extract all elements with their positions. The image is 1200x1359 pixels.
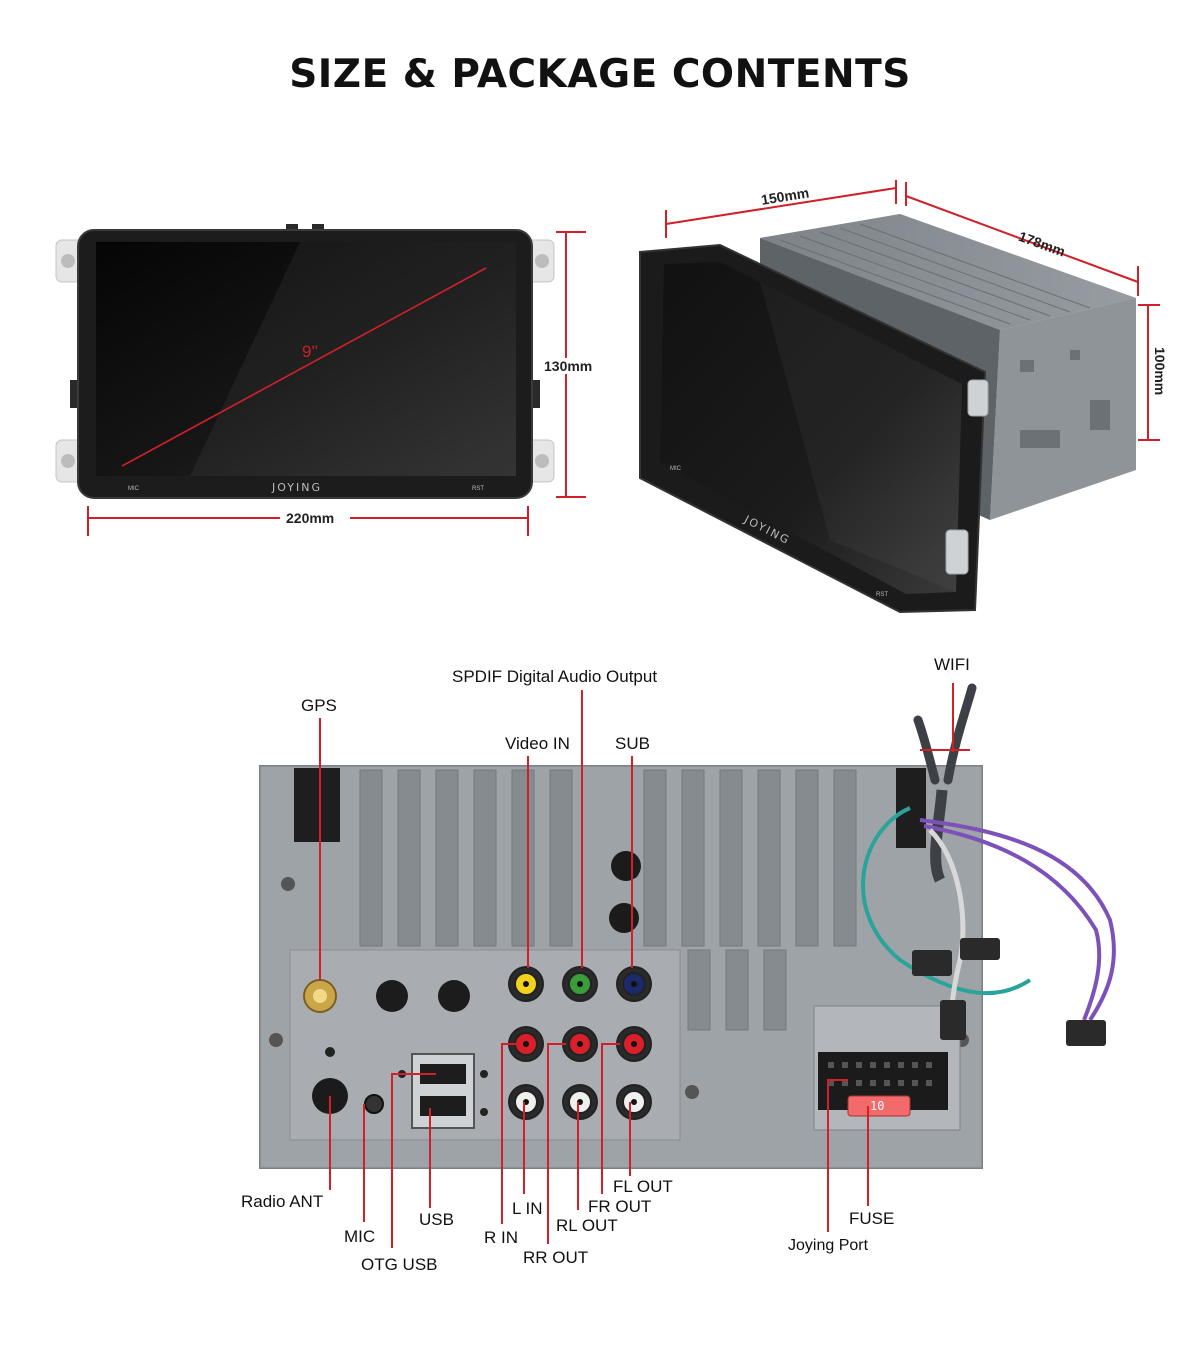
fuse-value: 10: [870, 1099, 885, 1113]
l-in-label: L IN: [512, 1199, 543, 1218]
mic-label: MIC: [344, 1227, 376, 1246]
radio-ant-label: Radio ANT: [241, 1192, 324, 1211]
rr-out-label: RR OUT: [523, 1248, 589, 1267]
side-height-label: 100mm: [1152, 347, 1168, 396]
back-panel: [259, 683, 1116, 1169]
fr-out-label: FR OUT: [588, 1197, 652, 1216]
side-mic-label: MIC: [670, 466, 681, 472]
wifi-label: WIFI: [934, 655, 970, 674]
fl-out-label: FL OUT: [613, 1177, 673, 1196]
sub-label: SUB: [615, 734, 650, 753]
front-height-label: 130mm: [544, 358, 593, 374]
leader-lines: [319, 683, 970, 1248]
front-mic-label: MIC: [128, 486, 139, 492]
r-in-label: R IN: [484, 1228, 518, 1247]
spdif-label: SPDIF Digital Audio Output: [452, 667, 658, 686]
diagonal-label: 9'': [302, 342, 318, 361]
page-title: SIZE & PACKAGE CONTENTS: [289, 52, 911, 97]
side-rst-label: RST: [876, 592, 888, 598]
video-in-label: Video IN: [505, 734, 570, 753]
front-width-label: 220mm: [286, 510, 335, 526]
side-dimensions: [665, 180, 1160, 441]
front-unit: [55, 224, 555, 499]
side-unit: [639, 214, 1136, 614]
front-rst-label: RST: [472, 486, 484, 492]
fuse-label: FUSE: [849, 1209, 895, 1228]
otg-usb-label: OTG USB: [361, 1255, 438, 1274]
front-brand: JOYING: [272, 481, 323, 494]
usb-label: USB: [419, 1210, 454, 1229]
front-dimensions: [87, 231, 586, 536]
joying-port-label: Joying Port: [788, 1237, 869, 1254]
gps-label: GPS: [301, 696, 337, 715]
rl-out-label: RL OUT: [556, 1216, 618, 1235]
